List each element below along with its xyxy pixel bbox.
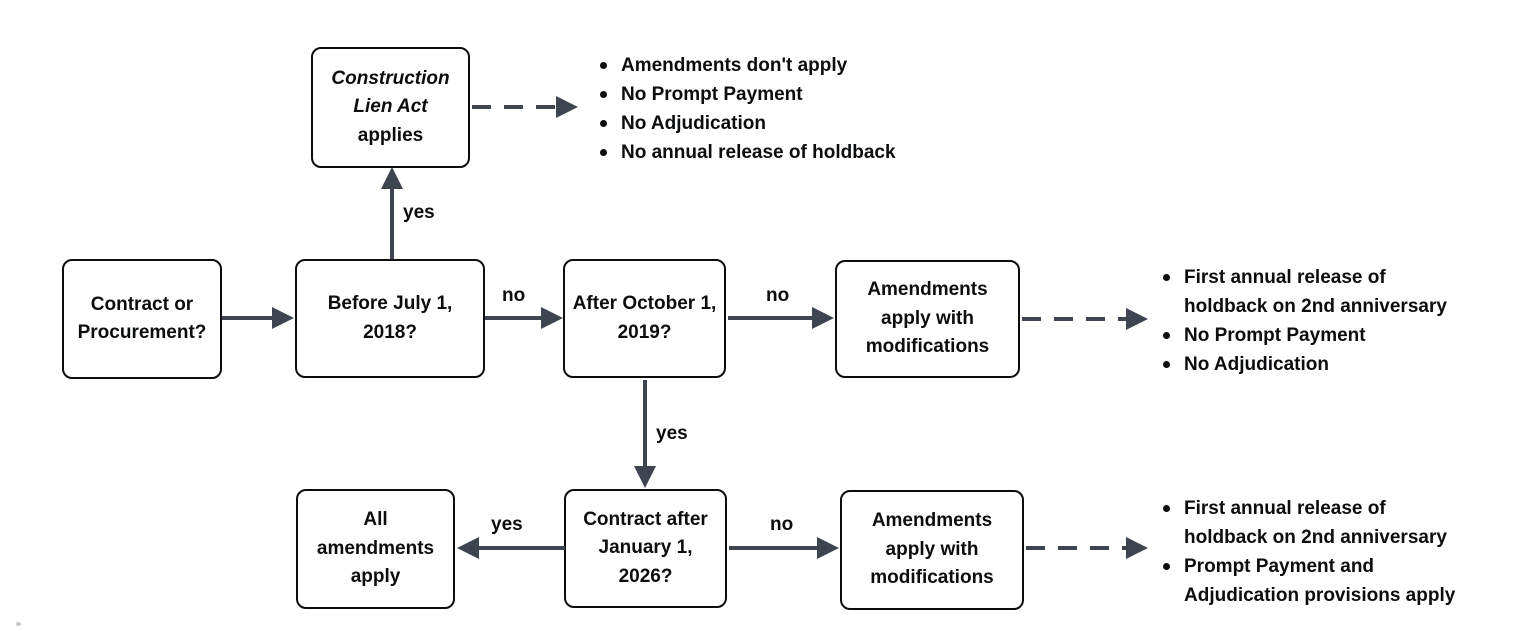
- list-item: No Adjudication: [1160, 350, 1456, 379]
- node-label: After October 1, 2019?: [572, 293, 717, 343]
- edge-label-yes: yes: [403, 202, 435, 223]
- node-label: Construction Lien Act applies: [328, 65, 454, 151]
- dashed-connector-line: [1026, 546, 1128, 550]
- node-all-amendments-apply: All amendments apply: [296, 489, 455, 609]
- connector-line: [643, 380, 647, 468]
- edge-label-no: no: [770, 514, 794, 535]
- arrowhead-right-icon: [1126, 308, 1148, 330]
- list-item: First annual release of holdback on 2nd …: [1160, 263, 1456, 321]
- node-label: Amendments apply with modifications: [865, 279, 990, 358]
- node-label: Contract or Procurement?: [77, 293, 207, 344]
- list-item: No Prompt Payment: [1160, 321, 1456, 350]
- list-item: No Adjudication: [597, 109, 937, 138]
- scan-artifact-dot: [16, 622, 21, 626]
- node-label: Amendments apply with modifications: [870, 510, 994, 589]
- node-label: Before July 1, 2018?: [327, 293, 453, 343]
- connector-line: [222, 316, 274, 320]
- list-item: Prompt Payment and Adjudication provisio…: [1160, 552, 1456, 610]
- arrowhead-right-icon: [541, 307, 563, 329]
- list-item: First annual release of holdback on 2nd …: [1160, 494, 1456, 552]
- node-amendments-modified-1: Amendments apply with modifications: [835, 260, 1020, 378]
- edge-label-yes: yes: [491, 514, 523, 535]
- arrowhead-left-icon: [457, 537, 479, 559]
- outcome-list-modified-pre2019: First annual release of holdback on 2nd …: [1160, 263, 1456, 379]
- node-construction-lien-act-applies: Construction Lien Act applies: [311, 47, 470, 168]
- list-item: Amendments don't apply: [597, 51, 937, 80]
- act-title-italic: Construction Lien Act: [331, 67, 450, 118]
- connector-line: [485, 316, 543, 320]
- arrowhead-right-icon: [556, 96, 578, 118]
- dashed-connector-line: [1022, 317, 1128, 321]
- arrowhead-right-icon: [272, 307, 294, 329]
- outcome-list-modified-post2019: First annual release of holdback on 2nd …: [1160, 494, 1456, 610]
- arrowhead-right-icon: [812, 307, 834, 329]
- node-amendments-modified-2: Amendments apply with modifications: [840, 490, 1024, 610]
- list-item: No Prompt Payment: [597, 80, 937, 109]
- edge-label-yes: yes: [656, 423, 688, 444]
- outcome-list-cla: Amendments don't apply No Prompt Payment…: [597, 51, 937, 167]
- node-after-october-2019: After October 1, 2019?: [563, 259, 726, 378]
- node-contract-or-procurement: Contract or Procurement?: [62, 259, 222, 379]
- node-label: Contract after January 1, 2026?: [583, 508, 708, 587]
- arrowhead-right-icon: [817, 537, 839, 559]
- node-contract-after-january-2026: Contract after January 1, 2026?: [564, 489, 727, 608]
- edge-label-no: no: [502, 285, 526, 306]
- arrowhead-right-icon: [1126, 537, 1148, 559]
- dashed-connector-line: [472, 105, 558, 109]
- node-label: All amendments apply: [316, 509, 435, 588]
- edge-label-no: no: [766, 285, 790, 306]
- arrowhead-up-icon: [381, 167, 403, 189]
- connector-line: [728, 316, 814, 320]
- connector-line: [478, 546, 565, 550]
- connector-line: [390, 187, 394, 259]
- list-item: No annual release of holdback: [597, 138, 937, 167]
- arrowhead-down-icon: [634, 466, 656, 488]
- act-suffix: applies: [357, 124, 424, 146]
- node-before-july-2018: Before July 1, 2018?: [295, 259, 485, 378]
- connector-line: [729, 546, 819, 550]
